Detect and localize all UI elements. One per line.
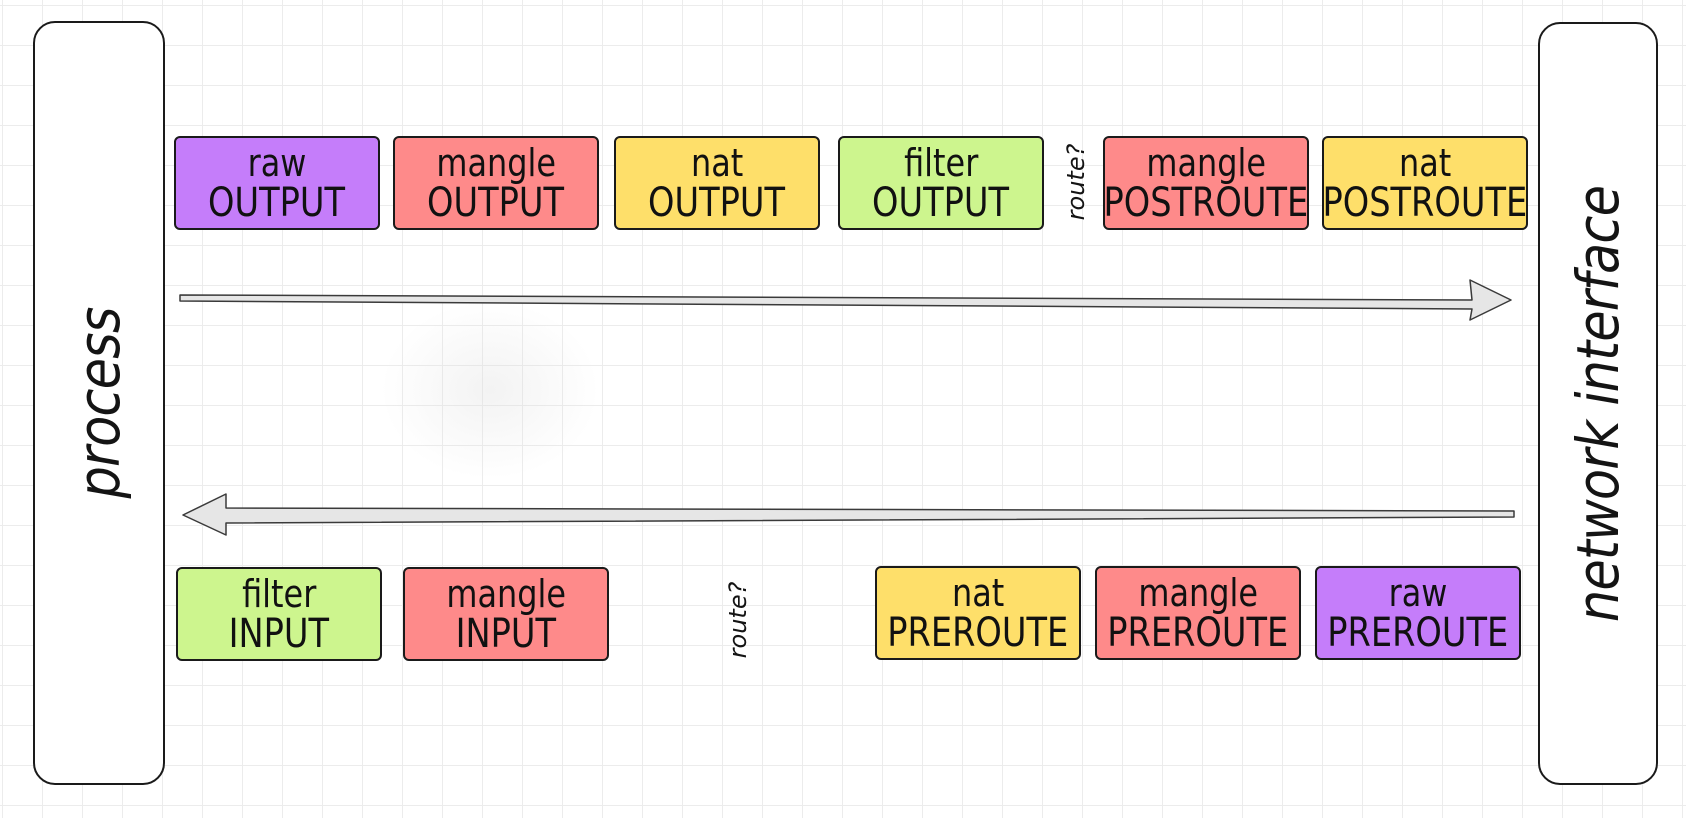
chain-hook-name: POSTROUTE (1103, 180, 1309, 226)
incoming-arrow (182, 493, 1515, 536)
network-interface-pillar: network interface (1538, 22, 1658, 785)
chain-table-name: mangle (436, 141, 556, 185)
chain-raw-preroute: raw PREROUTE (1315, 566, 1521, 660)
chain-hook-name: PREROUTE (1107, 610, 1289, 656)
chain-filter-input: filter INPUT (176, 567, 382, 661)
chain-table-name: raw (1388, 571, 1448, 615)
chain-table-name: filter (241, 572, 317, 616)
chain-hook-name: OUTPUT (872, 180, 1010, 226)
chain-hook-name: INPUT (455, 611, 557, 657)
chain-table-name: raw (247, 141, 307, 185)
chain-hook-name: OUTPUT (648, 180, 786, 226)
chain-hook-name: PREROUTE (1327, 610, 1509, 656)
chain-hook-name: INPUT (228, 611, 330, 657)
chain-hook-name: PREROUTE (887, 610, 1069, 656)
outgoing-arrow (179, 279, 1512, 321)
chain-table-name: mangle (1138, 571, 1258, 615)
chain-table-name: mangle (1146, 141, 1266, 185)
chain-table-name: nat (690, 141, 744, 185)
route-label-incoming: route? (724, 581, 752, 659)
process-label: process (65, 307, 133, 499)
chain-mangle-preroute: mangle PREROUTE (1095, 566, 1301, 660)
chain-hook-name: OUTPUT (427, 180, 565, 226)
chain-table-name: filter (903, 141, 979, 185)
chain-table-name: mangle (446, 572, 566, 616)
chain-hook-name: POSTROUTE (1322, 180, 1528, 226)
chain-nat-preroute: nat PREROUTE (875, 566, 1081, 660)
chain-mangle-input: mangle INPUT (403, 567, 609, 661)
chain-hook-name: OUTPUT (208, 180, 346, 226)
chain-raw-output: raw OUTPUT (174, 136, 380, 230)
chain-mangle-postroute: mangle POSTROUTE (1103, 136, 1309, 230)
chain-filter-output: filter OUTPUT (838, 136, 1044, 230)
chain-mangle-output: mangle OUTPUT (393, 136, 599, 230)
network-interface-label: network interface (1564, 185, 1632, 622)
chain-table-name: nat (951, 571, 1005, 615)
chain-nat-output: nat OUTPUT (614, 136, 820, 230)
route-label-outgoing: route? (1062, 143, 1090, 221)
process-pillar: process (33, 21, 165, 785)
chain-nat-postroute: nat POSTROUTE (1322, 136, 1528, 230)
chain-table-name: nat (1398, 141, 1452, 185)
